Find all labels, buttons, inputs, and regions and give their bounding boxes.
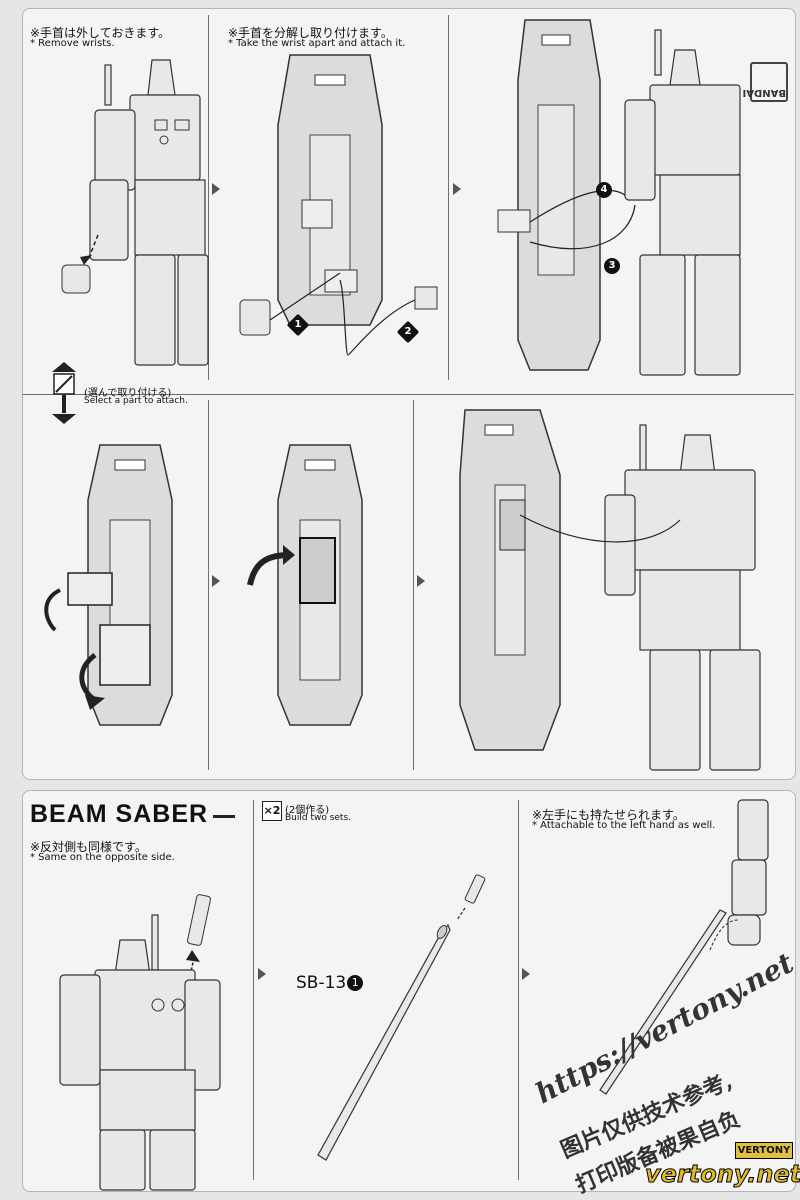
shield-option-b [247, 444, 363, 726]
opposite-side-en: * Same on the opposite side. [30, 852, 175, 863]
divider [413, 400, 414, 770]
choose-part-icon [52, 362, 76, 424]
choose-part-en: Select a part to attach. [84, 396, 188, 406]
build-two-jp: (2個作る) [285, 805, 330, 816]
remove-wrists-en: * Remove wrists. [30, 38, 115, 49]
remove-wrists-jp: ※手首は外しておきます。 [30, 26, 171, 40]
step-arrow [212, 183, 220, 195]
left-hand-en: * Attachable to the left hand as well. [532, 820, 716, 831]
divider [518, 800, 519, 1180]
step-arrow [212, 575, 220, 587]
step-badge-3: 3 [604, 258, 620, 274]
opposite-side-jp: ※反対側も同様です。 [30, 840, 147, 854]
step-badge-1: 1 [286, 313, 310, 337]
step-arrow [453, 183, 461, 195]
gundam-back-figure [59, 894, 221, 1191]
divider [208, 15, 209, 380]
arm-holding-saber [599, 799, 769, 1095]
vertony-logo: VERTONY [735, 1142, 793, 1159]
shield-gundam-final [459, 409, 761, 771]
left-hand-jp: ※左手にも持たせられます。 [532, 808, 685, 822]
attach-wrist-jp: ※手首を分解し取り付けます。 [228, 26, 393, 40]
part-code: SB-13 [296, 973, 347, 993]
step-badge-4: 4 [596, 182, 612, 198]
divider [253, 800, 254, 1180]
beam-saber-part [317, 874, 486, 1161]
vertony-logo-url: vertony.net [644, 1160, 800, 1189]
choose-part-jp: (選んで取り付ける) [84, 388, 172, 399]
step-arrow [522, 968, 530, 980]
title-underline [213, 815, 235, 818]
divider [208, 400, 209, 770]
attach-wrist-en: * Take the wrist apart and attach it. [228, 38, 406, 49]
shield-gundam-step3 [497, 19, 741, 376]
build-two-en: Build two sets. [285, 813, 352, 823]
divider [22, 394, 794, 395]
divider [448, 15, 449, 380]
step-badge-2: 2 [396, 320, 420, 344]
step-arrow [417, 575, 425, 587]
part-number-badge: 1 [347, 975, 364, 991]
shield-step2 [239, 54, 438, 356]
quantity-badge: ×2 [262, 801, 282, 821]
shield-option-a [44, 444, 173, 726]
beam-saber-title: BEAM SABER [30, 800, 209, 828]
step-arrow [258, 968, 266, 980]
gundam-figure-step1 [61, 59, 209, 366]
